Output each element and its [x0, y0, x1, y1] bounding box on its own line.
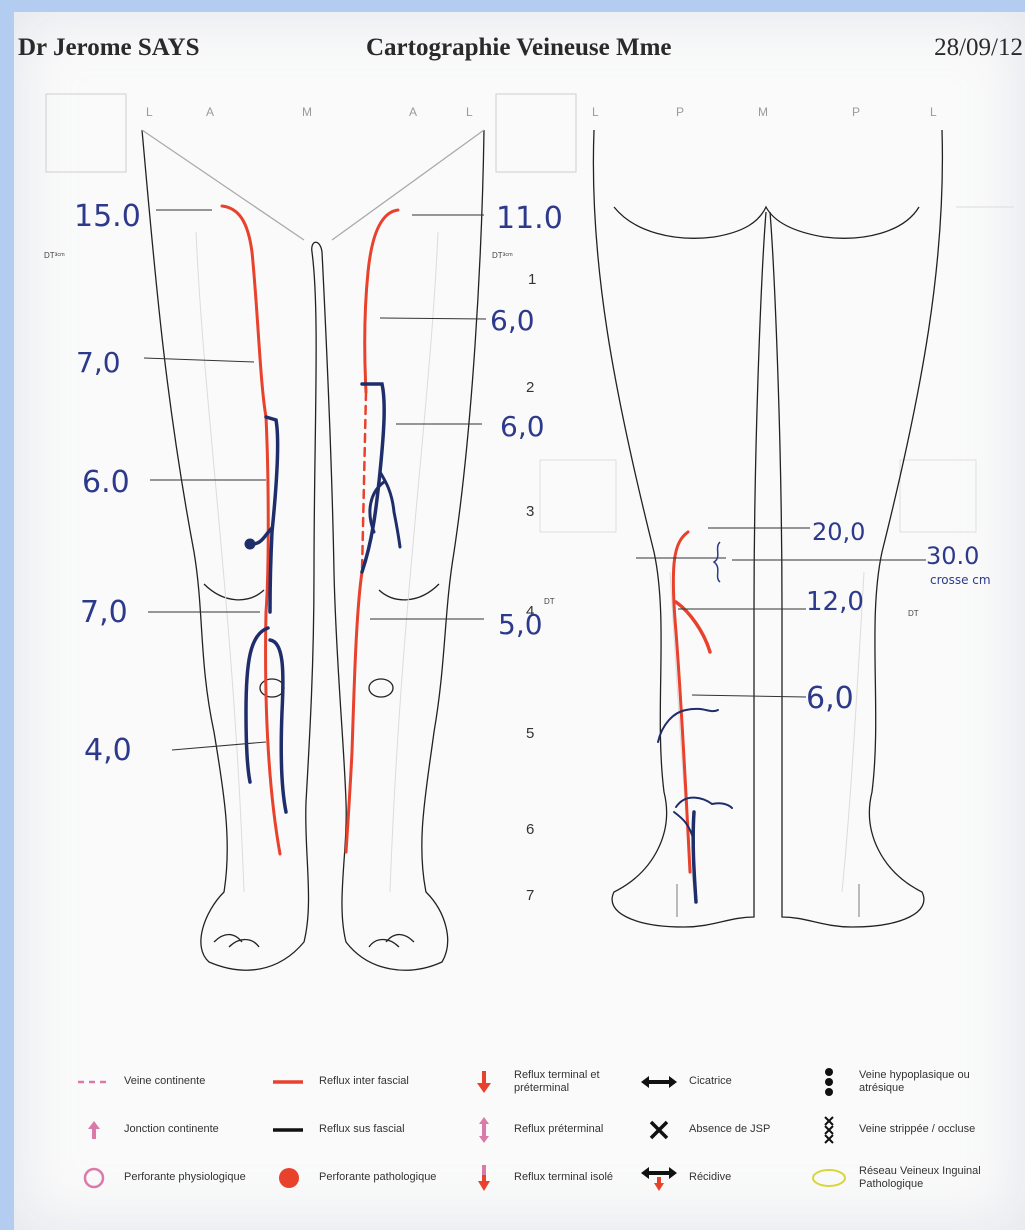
- legend-perforante-pathologique: Perforante pathologique: [269, 1163, 469, 1193]
- front-label-a1: A: [206, 105, 214, 119]
- stacked-crosses-icon: [809, 1115, 849, 1145]
- pink-arrow-up-icon: [74, 1115, 114, 1145]
- recidive-arrow-icon: [639, 1163, 679, 1193]
- pink-ring-icon: [74, 1163, 114, 1193]
- legend: Veine continente Jonction continente Per…: [74, 1067, 1014, 1207]
- red-line-icon: [269, 1067, 309, 1097]
- dt-label-left: DT³ᶜᵐ: [44, 251, 65, 260]
- double-arrow-horizontal-icon: [639, 1067, 679, 1097]
- dt-label-knee: DT: [544, 597, 555, 606]
- legend-cicatrice: Cicatrice: [639, 1067, 799, 1097]
- back-label-l1: L: [592, 105, 599, 119]
- venous-map-sheet: Dr Jerome SAYS Cartographie Veineuse Mme…: [14, 12, 1025, 1230]
- red-dot-icon: [269, 1163, 309, 1193]
- level-2: 2: [526, 379, 534, 396]
- front-legs-outline: [142, 130, 484, 970]
- meas-front-right-3: 6,0: [500, 410, 545, 443]
- level-5: 5: [526, 725, 534, 742]
- meas-back-4: 6,0: [806, 681, 854, 716]
- meas-back-3: 12,0: [806, 587, 864, 617]
- front-label-a2: A: [409, 105, 417, 119]
- leg-diagram: L A M A L L P M P L: [14, 12, 1025, 1062]
- front-label-l1: L: [146, 105, 153, 119]
- legend-reseau-veineux: Réseau Veineux Inguinal Pathologique: [809, 1163, 1009, 1193]
- legend-absence-jsp: Absence de JSP: [639, 1115, 799, 1145]
- level-6: 6: [526, 821, 534, 838]
- cross-icon: [639, 1115, 679, 1145]
- meas-front-left-3: 6.0: [82, 465, 130, 500]
- front-label-m: M: [302, 105, 312, 119]
- front-label-l2: L: [466, 105, 473, 119]
- meas-front-right-4: 5,0: [498, 608, 543, 641]
- knee-box-right: [900, 460, 976, 532]
- legend-reflux-preterminal: Reflux préterminal: [464, 1115, 624, 1145]
- meas-back-1: 20,0: [812, 518, 865, 546]
- meas-front-right-1: 11.0: [496, 201, 563, 236]
- legend-jonction-continente: Jonction continente: [74, 1115, 254, 1145]
- meas-front-left-2: 7,0: [76, 346, 121, 379]
- three-dots-icon: [809, 1067, 849, 1097]
- black-line-icon: [269, 1115, 309, 1145]
- dt-label-knee-right: DT: [908, 609, 919, 618]
- knee-box-left: [540, 460, 616, 532]
- corner-box-right: [496, 94, 576, 172]
- dt-label-right: DT³ᶜᵐ: [492, 251, 513, 260]
- pink-double-arrow-icon: [464, 1115, 504, 1145]
- vessels-front-left: [222, 206, 286, 854]
- red-pink-arrow-icon: [464, 1163, 504, 1193]
- legend-recidive: Récidive: [639, 1163, 799, 1193]
- legend-reflux-terminal-preterminal: Reflux terminal et préterminal: [464, 1067, 624, 1097]
- meas-back-2: 30.0: [926, 542, 979, 570]
- level-3: 3: [526, 503, 534, 520]
- yellow-ellipse-icon: [809, 1163, 849, 1193]
- legend-reflux-inter-fascial: Reflux inter fascial: [269, 1067, 449, 1097]
- meas-front-left-4: 7,0: [80, 595, 128, 630]
- measurement-leaders: [144, 210, 926, 750]
- vessels-back: [658, 532, 732, 902]
- corner-box-left: [46, 94, 126, 172]
- brace-mark: [714, 542, 720, 582]
- legend-veine-strippee: Veine strippée / occluse: [809, 1115, 1009, 1145]
- meas-front-left-1: 15.0: [74, 199, 141, 234]
- guide-lines: [196, 207, 1014, 892]
- red-arrow-down-icon: [464, 1067, 504, 1097]
- vessels-front-right: [346, 210, 400, 852]
- meas-front-right-2: 6,0: [490, 304, 535, 337]
- back-label-l2: L: [930, 105, 937, 119]
- legend-reflux-sus-fascial: Reflux sus fascial: [269, 1115, 449, 1145]
- legend-veine-hypoplasique: Veine hypoplasique ou atrésique: [809, 1067, 1009, 1097]
- back-label-m: M: [758, 105, 768, 119]
- back-label-p2: P: [852, 105, 860, 119]
- dashed-pink-line-icon: [74, 1067, 114, 1097]
- level-7: 7: [526, 887, 534, 904]
- legend-reflux-terminal-isole: Reflux terminal isolé: [464, 1163, 624, 1193]
- annotation-crosse: crosse cm: [930, 573, 991, 587]
- meas-front-left-5: 4,0: [84, 733, 132, 768]
- legend-veine-continente: Veine continente: [74, 1067, 254, 1097]
- level-1: 1: [528, 271, 536, 288]
- back-label-p1: P: [676, 105, 684, 119]
- legend-perforante-physiologique: Perforante physiologique: [74, 1163, 274, 1193]
